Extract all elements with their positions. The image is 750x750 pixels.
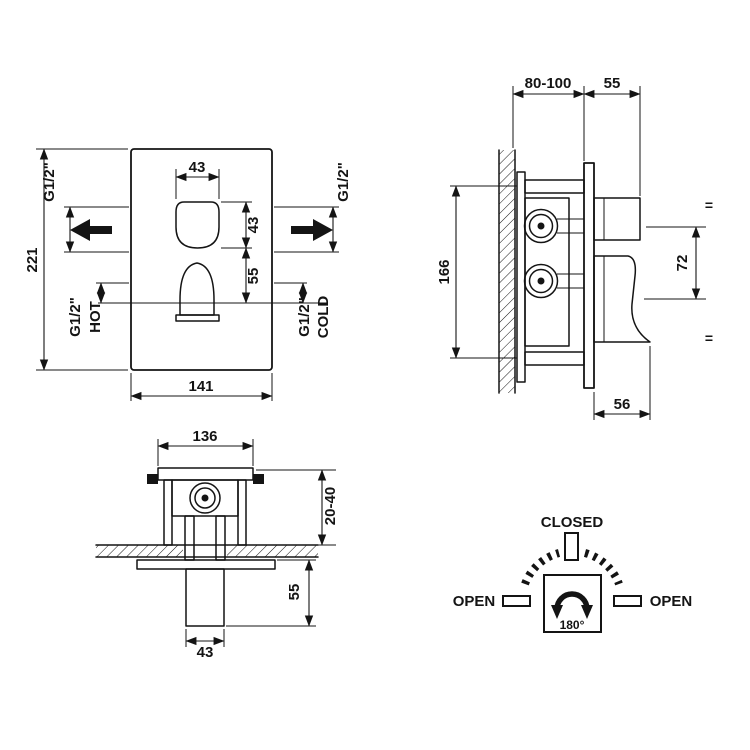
open-position-marker-left [502, 595, 531, 607]
equal-mark-bottom: = [705, 330, 713, 346]
outlet-right-thread-label: G1/2" [335, 162, 352, 202]
plan-view: 136 [95, 428, 339, 661]
dim-handle-height: 43 [221, 201, 262, 249]
rotation-arrow-icon [551, 591, 593, 619]
flow-arrow-left-icon [70, 219, 112, 241]
inlet-cold: G1/2" COLD [274, 282, 332, 339]
inlet-hot-thread-label: G1/2" [67, 297, 84, 337]
front-view: 43 43 55 221 G1/2" [24, 148, 352, 401]
dim-body-width: 136 [157, 428, 254, 466]
rough-body-plan [147, 467, 264, 561]
open-position-marker-right [613, 595, 642, 607]
finished-wall [95, 544, 319, 558]
bottom-handle-side [593, 255, 651, 343]
closed-label: CLOSED [541, 514, 604, 531]
dim-handle-spacing: 55 [241, 247, 262, 304]
dim-handle-height-label: 43 [245, 217, 262, 234]
dim-handle-width-label: 43 [189, 159, 206, 176]
cartridge-port-plan [189, 482, 221, 514]
dim-bottom-handle-depth: 56 [593, 346, 651, 420]
rough-in-body [516, 171, 585, 383]
dial-tick-arc-left [521, 549, 561, 586]
dim-bottom-handle-depth-label: 56 [614, 396, 631, 413]
upper-port [523, 208, 559, 244]
wall-section [498, 149, 516, 394]
dim-spout-width: 43 [185, 629, 225, 661]
dim-spout-width-label: 43 [197, 644, 214, 661]
dim-top-handle-depth-label: 55 [604, 75, 621, 92]
dim-handle-spacing-label: 55 [245, 268, 262, 285]
inlet-cold-label: COLD [315, 296, 332, 339]
rotation-angle-label: 180° [560, 618, 585, 632]
top-handle-side [593, 197, 641, 241]
dim-body-width-label: 136 [192, 428, 217, 445]
dim-plate-width: 141 [130, 373, 273, 401]
inlet-hot-label: HOT [87, 301, 104, 333]
dim-plate-width-label: 141 [188, 378, 213, 395]
trim-projection [185, 568, 225, 627]
dim-handle-spacing-side: 72 = = [644, 197, 713, 346]
outlet-left-thread-label: G1/2" [41, 162, 58, 202]
dim-top-handle-depth: 55 [583, 75, 641, 196]
dim-handle-spacing-side-label: 72 [674, 255, 691, 272]
dim-plate-height-label: 221 [24, 247, 41, 272]
dim-handle-width: 43 [175, 159, 220, 199]
flow-arrow-right-icon [291, 219, 333, 241]
open-right-label: OPEN [650, 593, 693, 610]
outlet-left: G1/2" [41, 162, 129, 253]
dim-rough-in-depth: 80-100 [512, 75, 585, 161]
inlet-hot: G1/2" HOT [67, 282, 129, 337]
dim-trim-projection: 55 [226, 559, 316, 627]
lower-port [523, 263, 559, 299]
trim-plate-side [583, 162, 595, 389]
open-left-label: OPEN [453, 593, 496, 610]
dim-body-height: 166 [436, 185, 517, 359]
dim-plate-height: 221 [24, 148, 128, 371]
trim-plate [130, 148, 273, 371]
side-view: 80-100 55 166 72 = = 56 [436, 75, 713, 420]
dim-trim-projection-label: 55 [286, 584, 303, 601]
upper-handle [175, 201, 220, 249]
dim-wall-depth-range-label: 20-40 [322, 487, 339, 525]
closed-position-marker [564, 532, 579, 561]
inlet-cold-thread-label: G1/2" [296, 297, 313, 337]
dim-rough-in-depth-label: 80-100 [525, 75, 572, 92]
outlet-right: G1/2" [274, 162, 352, 253]
lower-handle [175, 262, 220, 322]
dim-wall-depth-range: 20-40 [256, 469, 339, 546]
rotation-dial: CLOSED OPEN OPEN 180° [453, 514, 693, 633]
dim-body-height-label: 166 [436, 259, 453, 284]
equal-mark-top: = [705, 197, 713, 213]
rotation-box: 180° [543, 574, 602, 633]
flange-plate [136, 559, 276, 570]
